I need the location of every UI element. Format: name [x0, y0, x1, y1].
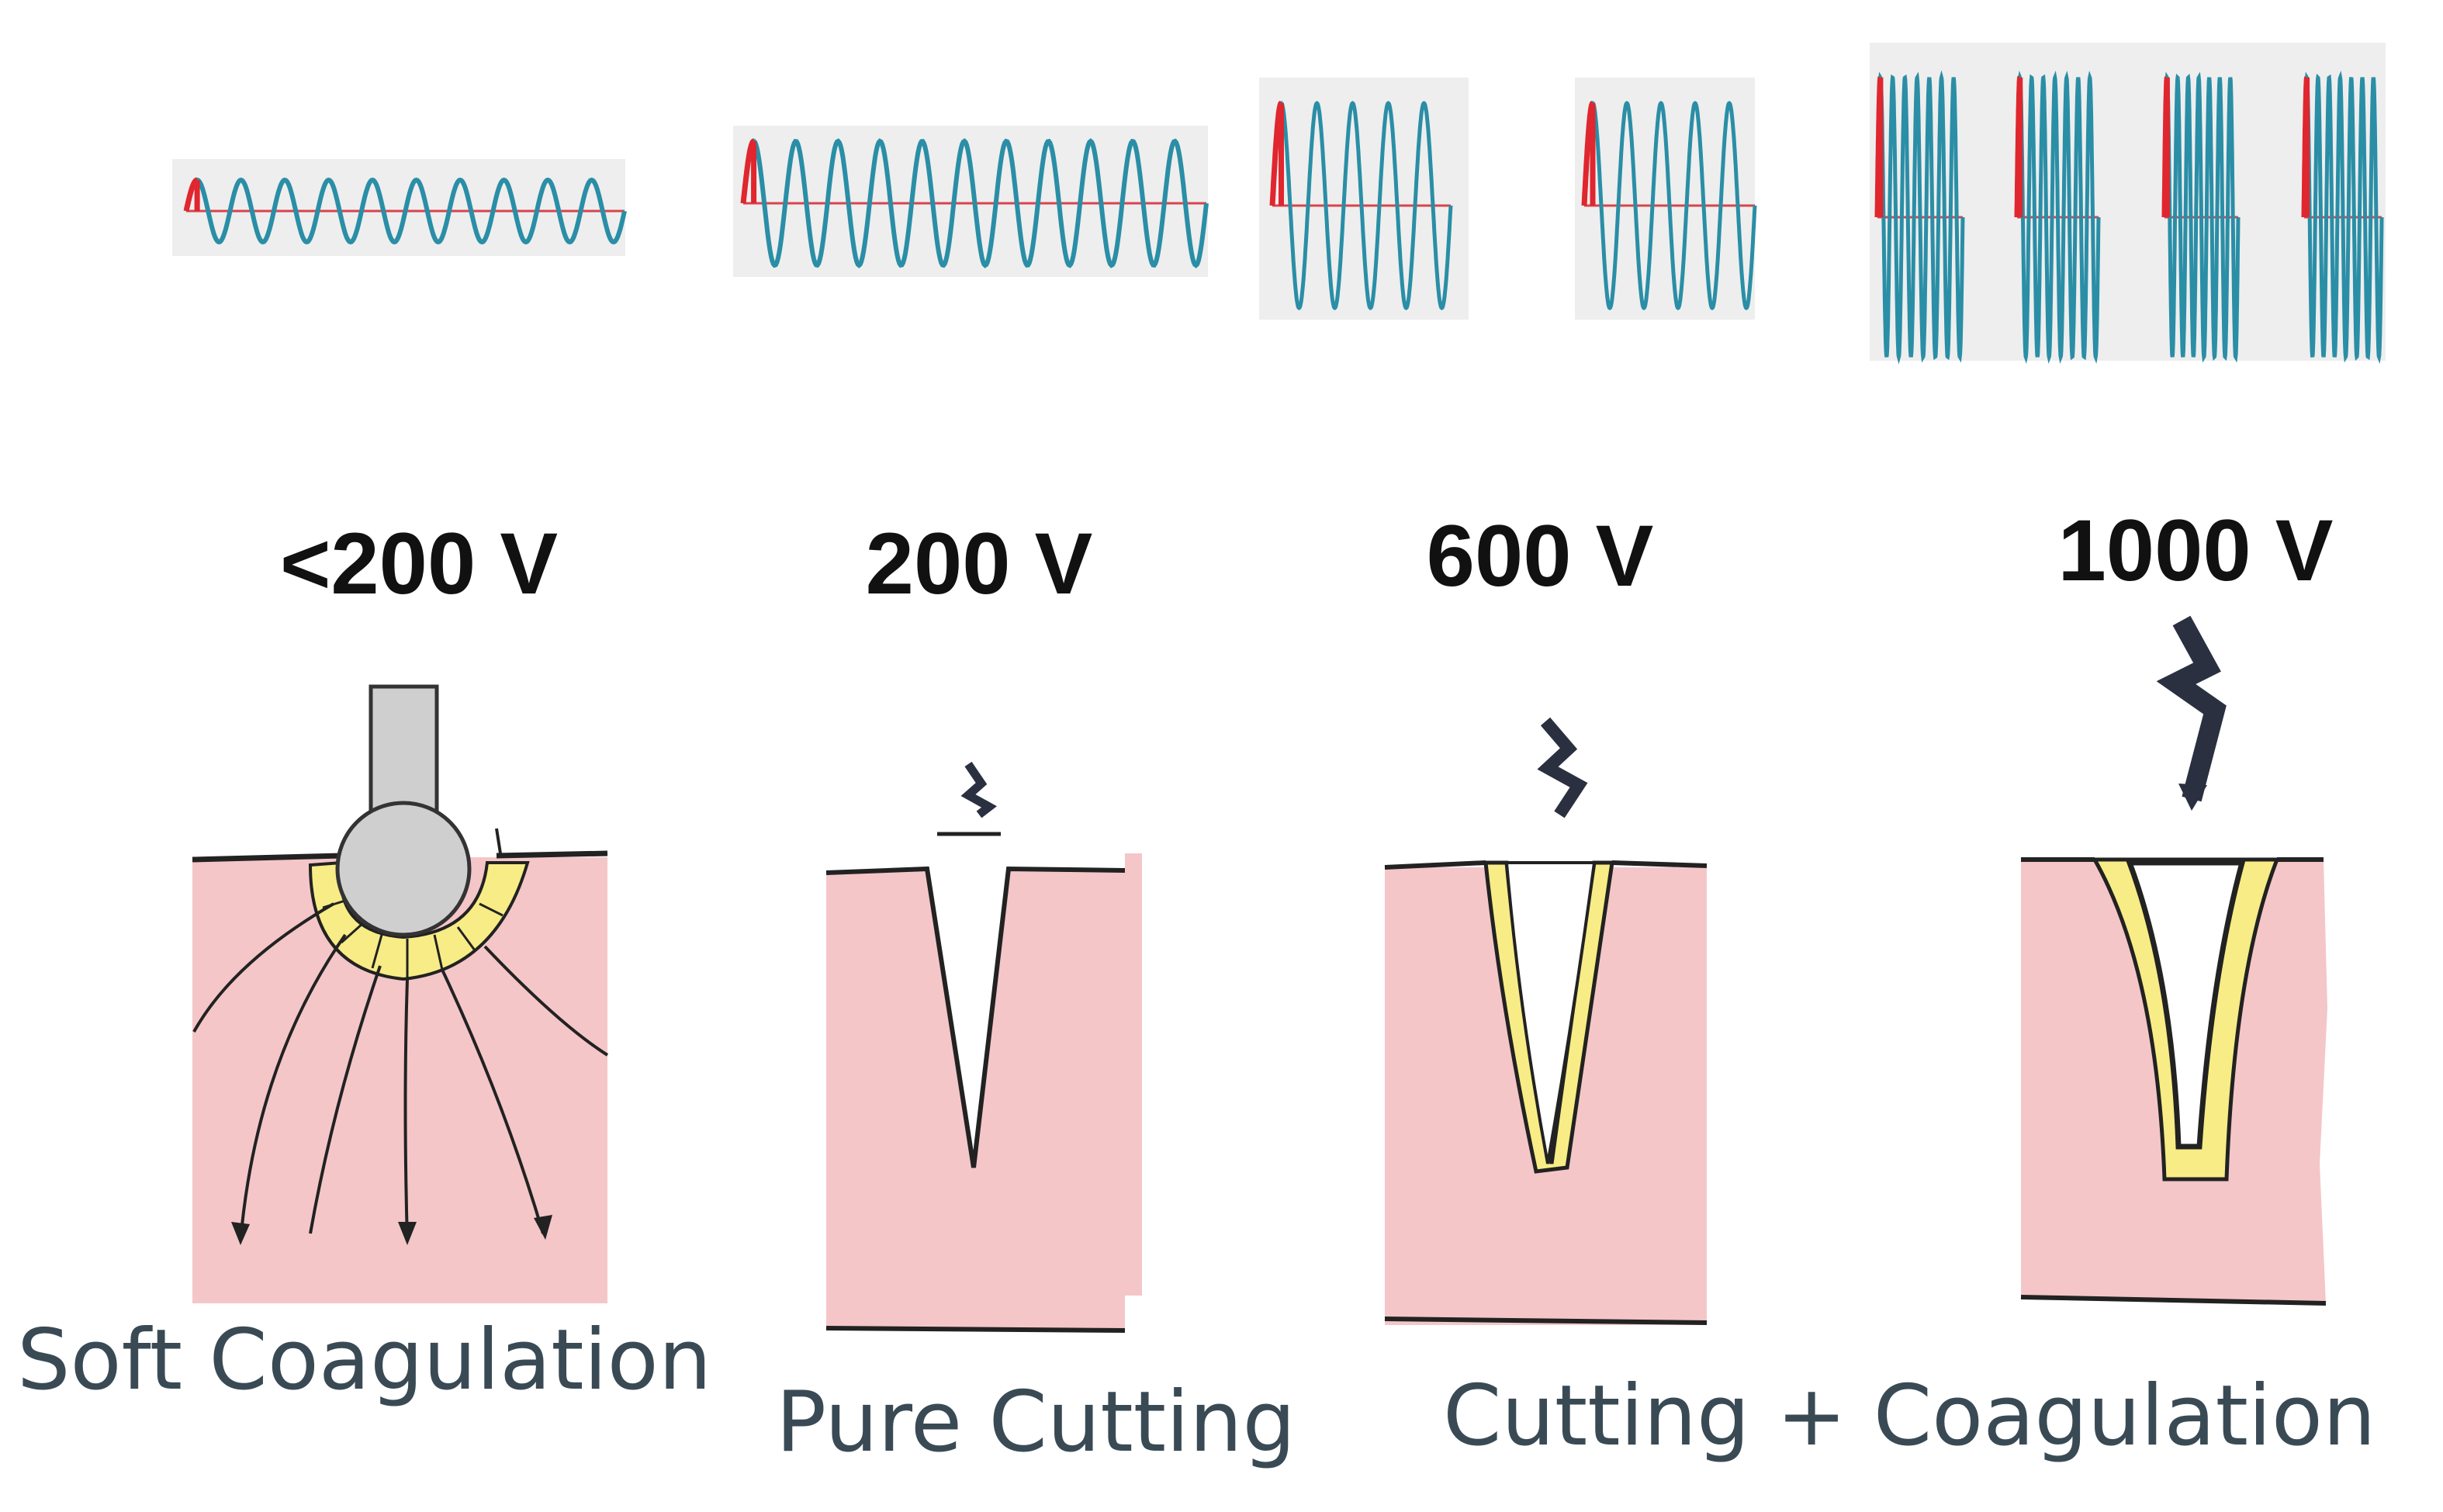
spark-icon	[960, 761, 997, 818]
waveform-200v	[741, 138, 1209, 268]
waveform-row	[172, 43, 2386, 365]
caption-pure-cutting: Pure Cutting	[776, 1374, 1296, 1471]
tissue-bottom-line	[2020, 1295, 2327, 1306]
electrode-ball	[335, 801, 472, 937]
waveform-1000v-d	[2302, 71, 2384, 364]
waveform-1000v-b	[2015, 71, 2101, 364]
cutting-coag-600v-illustration	[1384, 717, 1708, 1325]
tissue-surface-line	[192, 850, 608, 863]
voltage-label-600v: 600 V	[1427, 507, 1654, 604]
voltage-label-200v: 200 V	[866, 515, 1093, 612]
tissue-bottom-line	[1384, 1317, 1708, 1325]
incision-outline	[825, 866, 1126, 1168]
pure-cutting-illustration	[825, 761, 1142, 1333]
waveform-1000v-c	[2162, 71, 2241, 363]
spark-icon	[2156, 615, 2227, 802]
waveform-600v-a	[1270, 100, 1453, 311]
caption-soft-coagulation: Soft Coagulation	[17, 1312, 711, 1409]
current-arrows	[192, 902, 609, 1242]
voltage-label-1000v: 1000 V	[2058, 502, 2334, 599]
waveform-1000v-a	[1875, 70, 1965, 365]
caption-cutting-coagulation: Cutting + Coagulation	[1443, 1368, 2376, 1465]
electrode-lead	[495, 828, 502, 854]
cutting-coag-1000v-illustration	[2020, 615, 2327, 1306]
spark-icon	[1537, 717, 1588, 818]
soft-coagulation-illustration	[192, 684, 609, 1303]
tissue-bottom-line	[825, 1326, 1126, 1333]
tissue-surface-line	[1384, 860, 1708, 870]
tissue-block	[826, 869, 1125, 1330]
waveform-soft	[184, 177, 627, 245]
waveform-600v-b	[1582, 100, 1757, 311]
voltage-label-soft: <200 V	[280, 515, 558, 612]
